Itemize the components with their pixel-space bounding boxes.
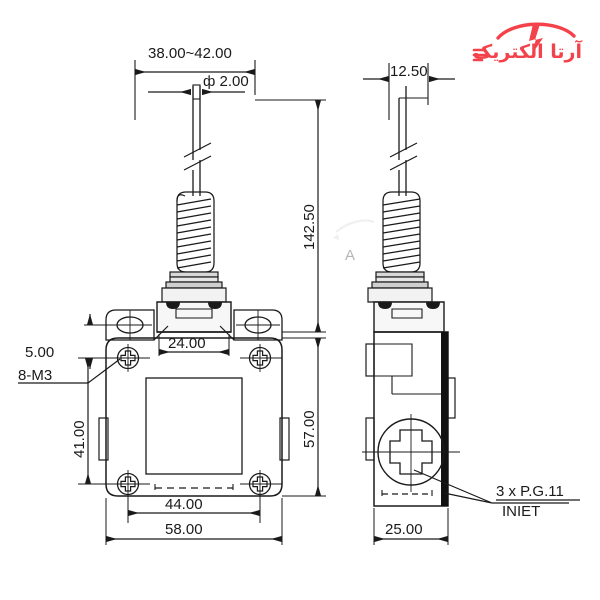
dim-total-height: 142.50 [255,99,326,333]
side-view: 12.50 [362,63,580,545]
dim-overall-width-label: 58.00 [165,521,203,538]
brand-logo: آرتا الکتریک [470,16,590,68]
side-head-block [373,301,445,333]
inlet-callout-label-1: 3 x P.G.11 [496,483,564,500]
dim-side-top-width: 12.50 [363,63,455,120]
side-gasket-strip [441,332,448,506]
thread-callout-label: 8-M3 [18,367,52,384]
dim-body-height-label: 57.00 [301,410,318,448]
front-view: 38.00~42.00 ф 2.00 [18,45,326,545]
side-cross-screw [362,414,460,492]
coil-spring [176,191,215,273]
logo-text: آرتا الکتریک [473,39,583,63]
dim-side-depth-label: 25.00 [385,521,423,538]
dim-top-width-range: 38.00~42.00 [134,45,256,120]
dim-inner-width: 24.00 [158,334,230,356]
logo-speed-lines-icon [472,48,490,62]
inlet-callout-label-2: INIET [502,503,540,520]
inlet-callout: 3 x P.G.11 INIET [413,469,580,520]
dim-inner-width-label: 24.00 [168,335,206,352]
corner-mounting-holes [108,344,282,498]
side-threaded-collar [367,271,433,303]
body-inner-panel [145,377,243,475]
side-rib-lower [365,417,375,461]
switch-head-block [156,301,232,333]
side-body-outline [365,331,456,507]
body-side-rib-left [98,417,109,461]
watermark-letter-a: A [333,219,375,264]
logo-svg: آرتا الکتریک [472,22,583,63]
side-rib-upper [365,343,375,377]
threaded-collar [161,271,227,303]
dim-hole-spacing-vertical: 41.00 [71,357,118,485]
dim-side-depth: 25.00 [373,508,449,545]
dim-overall-width: 58.00 [105,498,283,545]
dim-side-top-width-label: 12.50 [390,63,428,80]
body-side-rib-right [279,417,290,461]
dim-wire-diameter-label: ф 2.00 [203,73,249,90]
dim-body-height: 57.00 [282,337,326,497]
side-coil-spring [382,191,421,273]
dim-hole-spacing-horizontal: 44.00 [127,496,261,523]
watermark-text: A [345,247,355,264]
dim-top-width-range-label: 38.00~42.00 [148,45,232,62]
dim-hole-spacing-horizontal-label: 44.00 [165,496,203,513]
dim-hole-spacing-vertical-label: 41.00 [71,420,88,458]
dim-top-offset-label: 5.00 [25,344,54,361]
thread-callout: 8-M3 [18,358,121,384]
logo-bolt-icon [529,24,543,54]
dim-total-height-label: 142.50 [301,204,318,250]
